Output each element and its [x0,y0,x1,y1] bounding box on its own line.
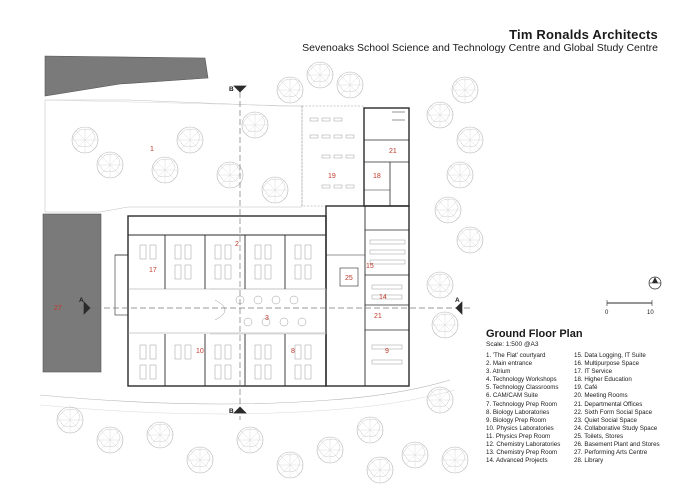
room-label-21b: 21 [374,313,382,320]
legend-item: 5. Technology Classrooms [486,384,559,392]
legend-item: 17. IT Service [574,368,613,376]
room-label-8: 8 [291,348,295,355]
legend-item: 18. Higher Education [574,376,632,384]
legend-item: 28. Library [574,457,604,465]
room-label-15: 15 [366,263,374,270]
room-label-17: 17 [149,267,157,274]
legend-list-right: 15. Data Logging, IT Suite 16. Multipurp… [574,352,660,465]
existing-building-north [44,55,209,97]
room-label-2: 2 [235,241,239,248]
room-label-27: 27 [54,305,62,312]
legend-item: 9. Biology Prep Room [486,416,547,424]
section-marker-a-west: A [79,297,84,304]
practice-name: Tim Ronalds Architects [509,27,658,42]
legend-item: 14. Advanced Projects [486,457,548,465]
section-line-b [233,85,247,420]
legend-item: 25. Toilets, Stores [574,432,624,440]
lab-benches-north [139,244,312,280]
legend-item: 27. Performing Arts Centre [574,449,648,457]
legend-item: 16. Multipurpose Space [574,360,640,368]
scale-bar-start: 0 [605,310,609,316]
section-marker-b-north: B [229,86,234,93]
legend-item: 10. Physics Laboratories [486,424,554,432]
cafe-block [301,105,365,207]
room-label-18: 18 [373,173,381,180]
legend-item: 19. Café [574,384,598,392]
legend-item: 4. Technology Workshops [486,376,557,384]
legend-item: 2. Main entrance [486,360,533,368]
legend-item: 23. Quiet Social Space [574,416,637,424]
legend-item: 24. Collaborative Study Space [574,424,658,432]
section-marker-a-east: A [455,297,460,304]
legend-item: 13. Chemistry Prep Room [486,449,558,457]
legend-item: 3. Atrium [486,368,511,376]
room-label-10: 10 [196,348,204,355]
room-label-9: 9 [385,348,389,355]
east-wing-upper [363,107,410,207]
east-wing-desks [369,239,406,365]
legend-item: 7. Technology Prep Room [486,400,558,408]
performing-arts-centre-building [42,213,102,373]
legend-item: 20. Meeting Rooms [574,392,628,400]
project-title: Sevenoaks School Science and Technology … [302,42,658,54]
north-arrow-icon [648,276,662,290]
legend-item: 11. Physics Prep Room [486,432,551,440]
legend-item: 1. 'The Flat' courtyard [486,352,546,359]
main-building [114,205,410,387]
legend-item: 15. Data Logging, IT Suite [574,352,646,359]
room-label-25: 25 [345,275,353,282]
legend-item: 12. Chemistry Laboratories [486,441,561,449]
lab-benches-south [139,344,312,380]
legend-title: Ground Floor Plan [486,328,583,340]
room-label-3: 3 [265,315,269,322]
legend-item: 8. Biology Laboratories [486,408,550,416]
courtyard-outline [44,99,303,213]
scale-bar [606,300,653,306]
section-line-a [77,301,470,315]
section-marker-b-south: B [229,408,234,415]
legend-item: 22. Sixth Form Social Space [574,408,653,416]
legend-scale: Scale: 1:500 @A3 [486,341,539,348]
legend-list-left: 1. 'The Flat' courtyard 2. Main entrance… [486,352,560,465]
room-label-19: 19 [328,173,336,180]
room-label-1: 1 [150,146,154,153]
room-label-21a: 21 [389,148,397,155]
atrium-furniture [214,295,307,327]
room-label-14: 14 [379,294,387,301]
scale-bar-end: 10 [647,310,654,316]
legend-item: 26. Basement Plant and Stores [574,441,660,449]
legend-item: 6. CAM/CAM Suite [486,392,538,400]
legend-item: 21. Departmental Offices [574,400,643,408]
